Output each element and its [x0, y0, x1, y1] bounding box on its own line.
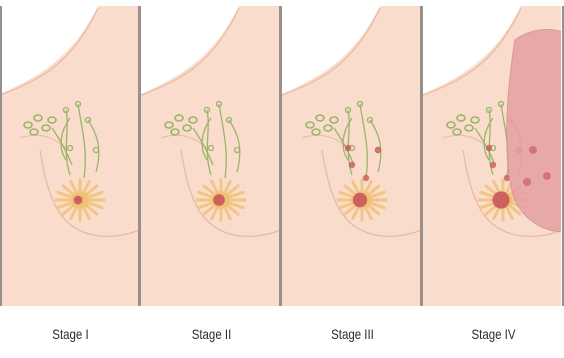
lymph-metastasis: [486, 145, 492, 151]
panel-divider: [279, 6, 282, 306]
panel-divider: [420, 6, 423, 306]
stage-label-1: Stage I: [13, 326, 129, 342]
stage-label-3: Stage III: [295, 326, 411, 342]
lymph-metastasis: [349, 162, 355, 168]
lymph-metastasis: [375, 147, 381, 153]
stage-panel-4: [421, 6, 564, 306]
stage-panel-3: [280, 6, 432, 306]
lymph-metastasis: [345, 145, 351, 151]
large-tumor-mass: [507, 30, 564, 232]
lymph-metastasis: [490, 162, 496, 168]
tumor: [74, 196, 83, 205]
mass-nodule: [523, 178, 531, 186]
stage-panel-2: [139, 6, 291, 306]
mass-nodule: [529, 146, 537, 154]
tumor: [213, 194, 225, 206]
tumor: [353, 193, 367, 207]
stage-label-4: Stage IV: [436, 326, 552, 342]
stage-panel-1: [0, 6, 150, 306]
tumor: [492, 191, 509, 208]
lymph-metastasis: [363, 175, 369, 181]
mass-nodule: [543, 172, 551, 180]
panel-divider: [138, 6, 141, 306]
stage-label-2: Stage II: [154, 326, 270, 342]
panel-border-left: [0, 6, 2, 306]
